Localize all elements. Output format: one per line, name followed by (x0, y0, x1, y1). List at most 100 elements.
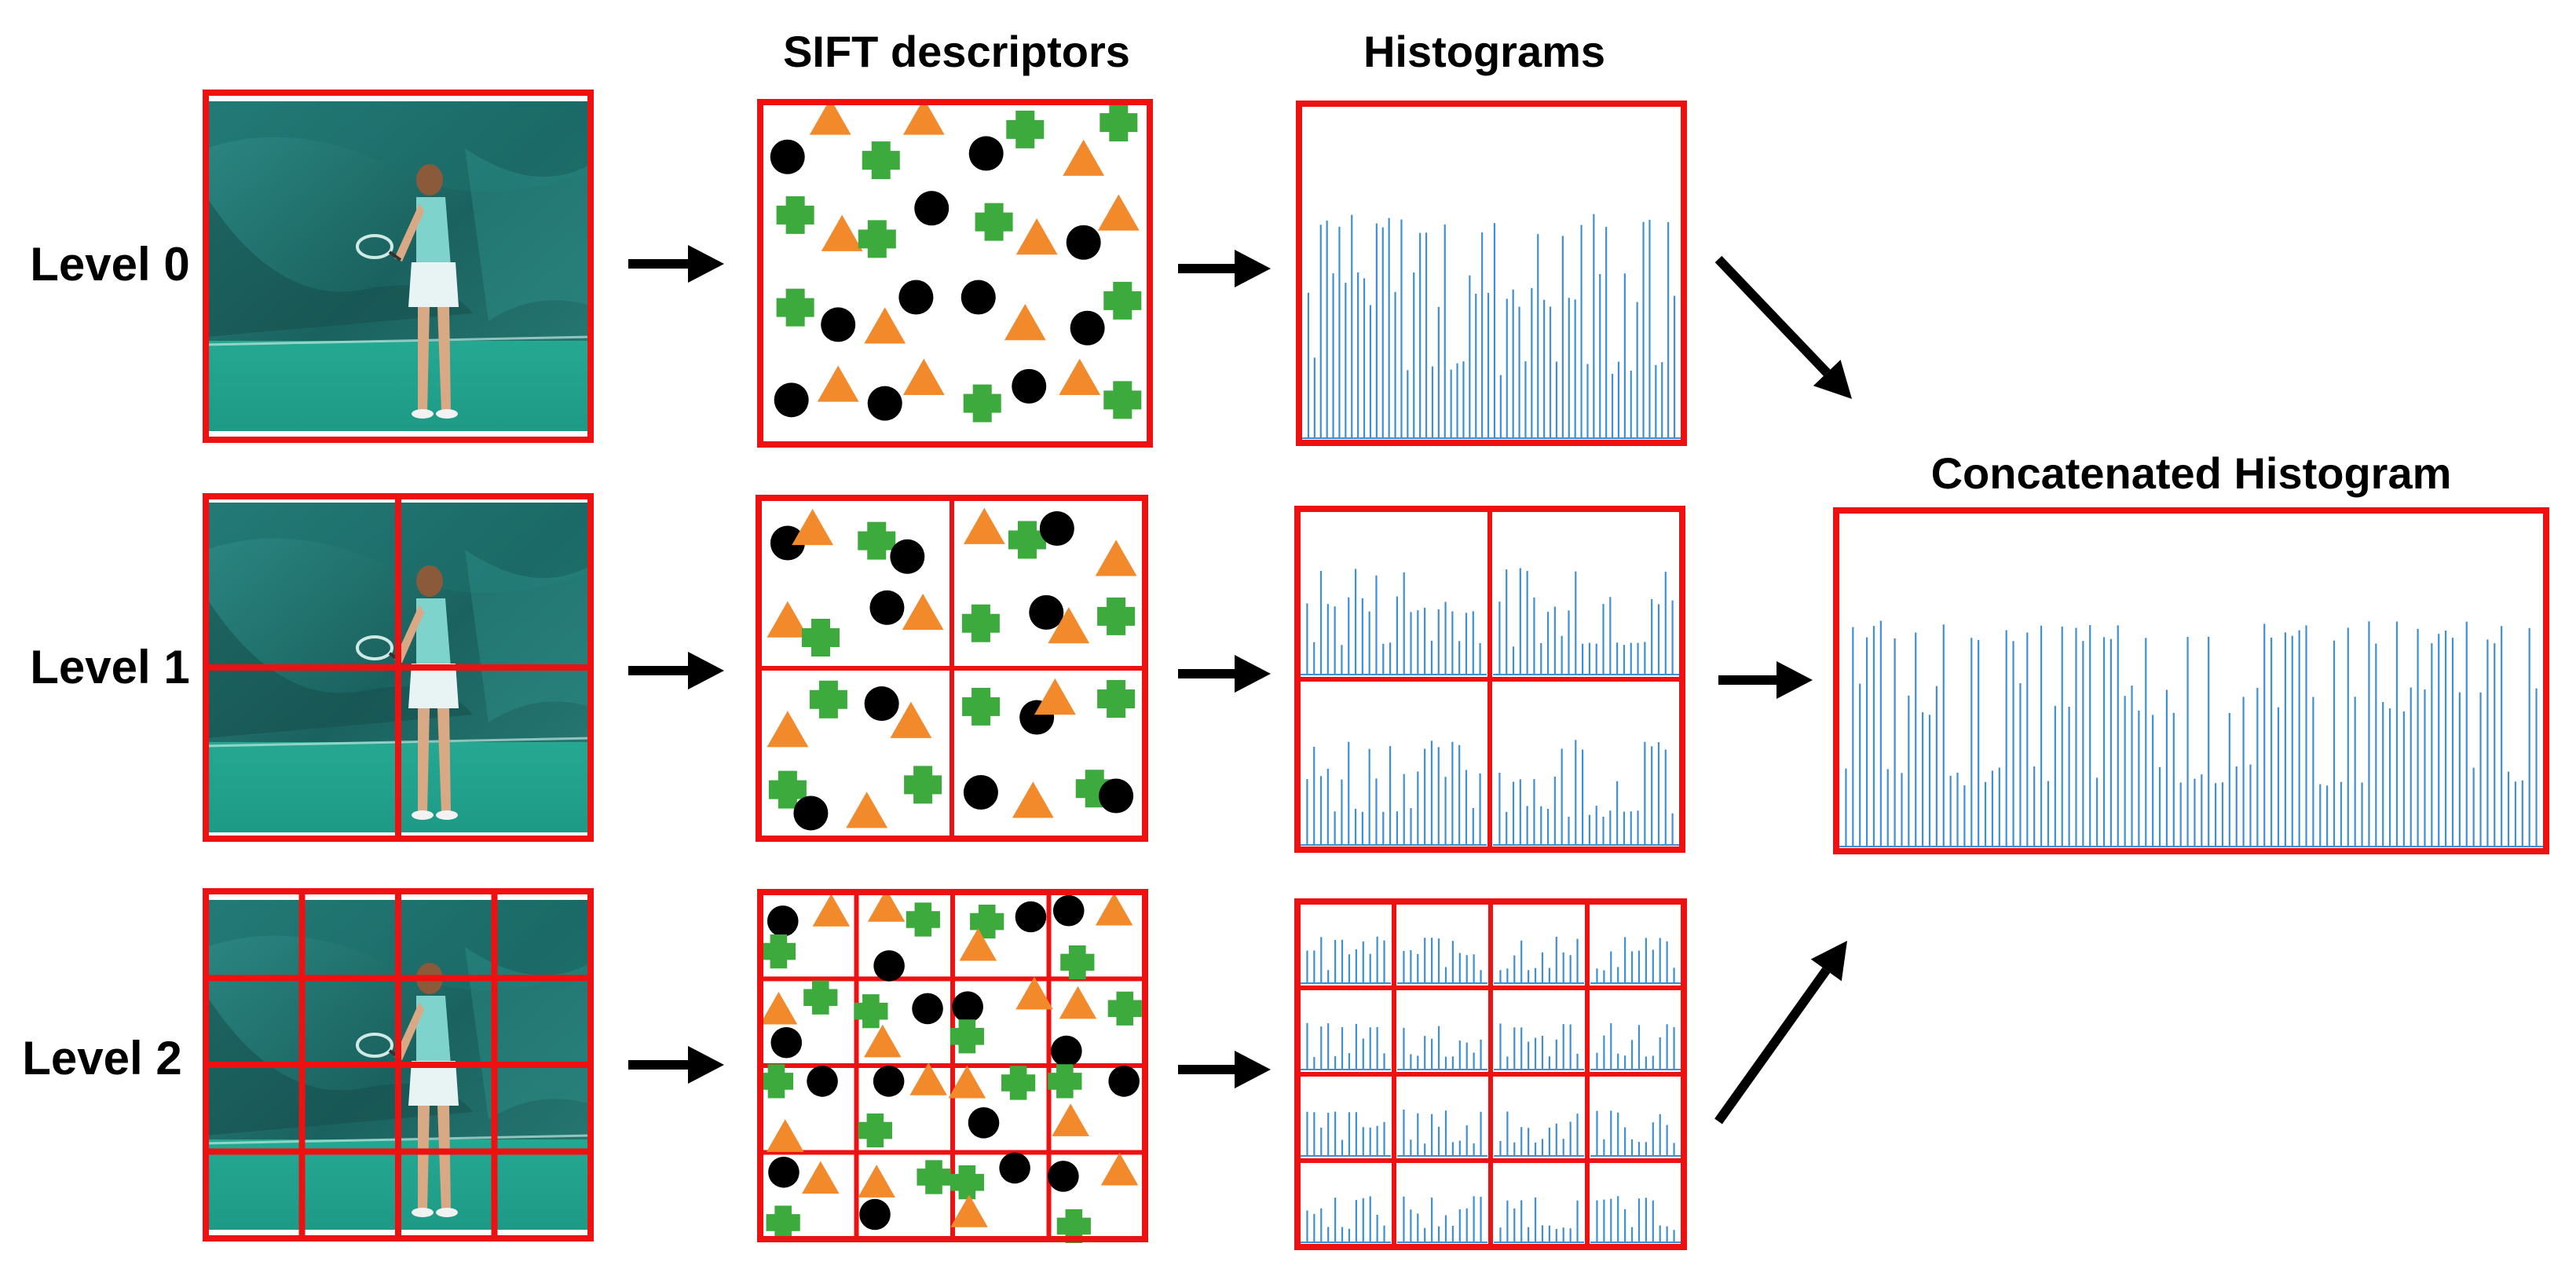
black-circle-icon (793, 795, 829, 831)
green-plus-icon (975, 203, 1013, 241)
orange-triangle-icon (1059, 986, 1097, 1019)
green-plus-icon (862, 141, 900, 180)
orange-triangle-icon (902, 593, 944, 631)
level-0-to-concat-arrow-head (1813, 360, 1852, 399)
black-circle-icon (767, 905, 799, 937)
orange-triangle-icon (1052, 1103, 1089, 1136)
orange-triangle-icon (867, 889, 906, 922)
black-circle-icon (807, 1066, 838, 1097)
green-plus-icon (803, 980, 838, 1015)
orange-triangle-icon (767, 1119, 804, 1152)
green-plus-icon (1097, 597, 1136, 635)
green-plus-icon (904, 766, 942, 804)
green-plus-icon (1060, 945, 1095, 980)
black-circle-icon (1066, 225, 1101, 260)
histogram-bars (1301, 214, 2543, 1243)
orange-triangle-icon (948, 1065, 986, 1099)
orange-triangle-icon (864, 1024, 902, 1058)
level-2-image-frame (203, 888, 594, 1242)
black-circle-icon (999, 1152, 1030, 1184)
green-plus-icon (1103, 281, 1142, 320)
green-plus-icon (1006, 110, 1045, 148)
green-plus-icon (768, 770, 807, 809)
black-circle-icon (963, 774, 998, 810)
orange-triangle-icon (890, 701, 932, 738)
black-circle-icon (1070, 310, 1105, 346)
green-plus-icon (917, 1160, 951, 1194)
orange-triangle-icon (809, 98, 851, 135)
green-plus-icon (766, 1205, 800, 1240)
orange-triangle-icon (950, 1194, 988, 1227)
black-circle-icon (968, 1107, 1000, 1139)
black-circle-icon (859, 1198, 891, 1231)
green-plus-icon (858, 521, 896, 560)
green-plus-icon (858, 1113, 892, 1148)
green-plus-icon (1103, 381, 1142, 419)
black-circle-icon (1039, 511, 1074, 547)
green-plus-icon (1048, 1064, 1082, 1099)
level-1-label: Level 1 (30, 641, 189, 693)
level-2-image-to-sift-arrow-head (688, 1046, 724, 1084)
green-plus-icon (858, 220, 896, 258)
black-circle-icon (1015, 901, 1047, 933)
level-1-histogram-frame (1294, 506, 1685, 853)
black-circle-icon (1048, 1161, 1079, 1192)
concatenated-histogram-frame (1833, 507, 2549, 854)
black-circle-icon (821, 307, 856, 342)
black-circle-icon (890, 539, 925, 574)
orange-triangle-icon (902, 358, 945, 395)
level-1-sift-to-histogram-arrow-head (1235, 655, 1271, 693)
orange-triangle-icon (1034, 678, 1076, 715)
green-plus-icon (950, 1165, 984, 1200)
black-circle-icon (770, 139, 805, 174)
orange-triangle-icon (767, 601, 809, 638)
orange-triangle-icon (902, 98, 945, 135)
green-plus-icon (1097, 680, 1136, 719)
level-2-sift-frame (757, 889, 1148, 1242)
black-circle-icon (869, 590, 905, 625)
sift-descriptor-markers (759, 98, 1142, 1244)
orange-triangle-icon (802, 1161, 840, 1194)
green-plus-icon (809, 680, 847, 719)
black-circle-icon (768, 1156, 800, 1188)
orange-triangle-icon (759, 991, 798, 1025)
green-plus-icon (1056, 1209, 1091, 1244)
orange-triangle-icon (1012, 781, 1054, 818)
orange-triangle-icon (767, 711, 809, 748)
orange-triangle-icon (821, 214, 863, 251)
flow-arrows (628, 245, 1852, 1125)
level-1-to-concat-arrow-head (1776, 661, 1813, 699)
green-plus-icon (962, 687, 1001, 726)
orange-triangle-icon (1095, 539, 1137, 576)
level-2-to-concat-arrow-head (1810, 941, 1847, 982)
black-circle-icon (968, 136, 1004, 171)
level-1-sift-frame (756, 495, 1148, 842)
orange-triangle-icon (1015, 218, 1058, 255)
green-plus-icon (963, 384, 1001, 422)
level-0-image-panel (206, 101, 591, 431)
orange-triangle-icon (1015, 976, 1053, 1010)
level-2-sift-to-histogram-arrow-head (1235, 1051, 1271, 1088)
black-circle-icon (864, 686, 899, 722)
level-0-sift-frame (757, 99, 1153, 448)
green-plus-icon (1001, 1066, 1036, 1100)
black-circle-icon (873, 950, 905, 982)
orange-triangle-icon (792, 508, 834, 546)
black-circle-icon (961, 280, 996, 315)
black-circle-icon (912, 993, 943, 1025)
level-0-histogram-frame (1296, 101, 1687, 446)
orange-triangle-icon (963, 507, 1005, 544)
level-1-image-frame (203, 493, 594, 842)
black-circle-icon (873, 1066, 905, 1097)
level-0-image-to-sift-arrow-head (688, 245, 724, 283)
panel-frames (203, 90, 2549, 1250)
black-circle-icon (867, 386, 902, 421)
orange-triangle-icon (1004, 304, 1046, 341)
black-circle-icon (1052, 894, 1085, 927)
green-plus-icon (854, 994, 888, 1029)
black-circle-icon (774, 382, 809, 418)
orange-triangle-icon (1063, 139, 1105, 176)
green-plus-icon (1100, 104, 1138, 142)
orange-triangle-icon (864, 307, 906, 344)
green-plus-icon (961, 604, 1000, 642)
